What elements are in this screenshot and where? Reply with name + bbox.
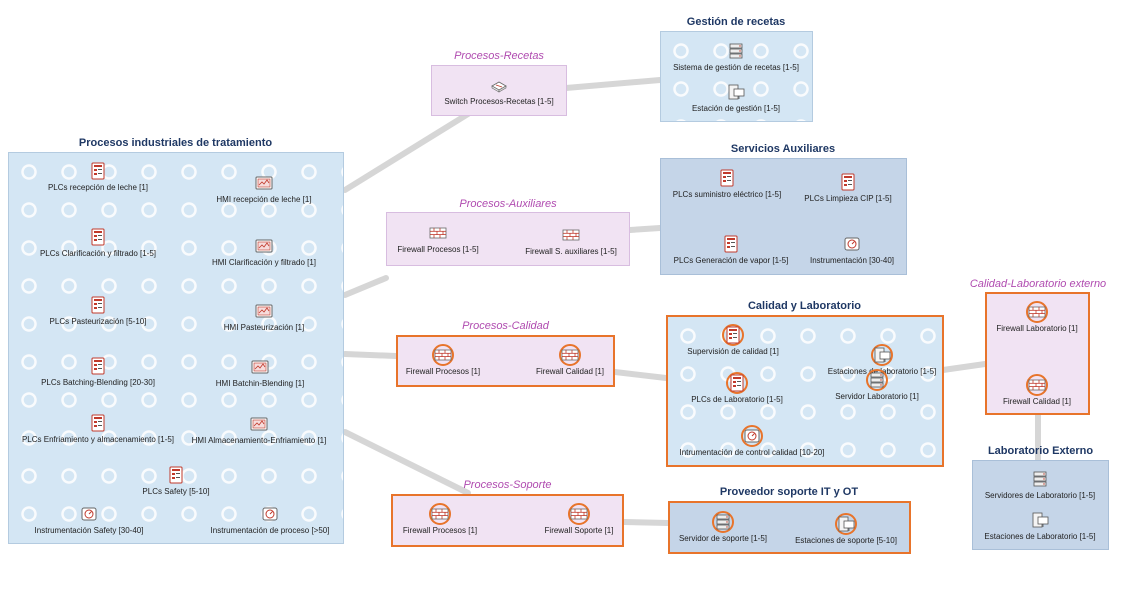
firewall-icon [568,503,590,525]
link-laboratorio-labext-conduit [940,361,988,373]
instrument-icon [841,233,863,255]
plc-icon [720,233,742,255]
link-procesos-calidad-conduit [342,351,399,359]
node-firewall-procesos-soporte[interactable]: Firewall Procesos [1] [350,503,530,535]
firewall-icon [1026,374,1048,396]
node-plcs-pasteurizacion[interactable]: PLCs Pasteurización [5-10] [8,294,188,326]
hmi-icon [253,235,275,257]
workstation-icon [871,344,893,366]
zone-title-auxiliares: Servicios Auxiliares [730,143,836,155]
instrument-icon [78,503,100,525]
node-hmi-almacenamiento[interactable]: HMI Almacenamiento-Enfriamiento [1] [169,413,349,445]
node-hmi-batchin[interactable]: HMI Batchin-Blending [1] [170,356,350,388]
node-hmi-clarificacion[interactable]: HMI Clarificación y filtrado [1] [174,235,354,267]
plc-icon [87,412,109,434]
plc-icon [87,226,109,248]
firewall-icon [1026,301,1048,323]
hmi-icon [249,356,271,378]
server-icon [712,511,734,533]
plc-icon [716,167,738,189]
node-firewall-calidad[interactable]: Firewall Calidad [1] [480,344,660,376]
node-plcs-laboratorio[interactable]: PLCs de Laboratorio [1-5] [647,372,827,404]
node-supervision-calidad[interactable]: Supervisión de calidad [1] [643,324,823,356]
node-plcs-vapor[interactable]: PLCs Generación de vapor [1-5] [641,233,821,265]
zone-title-labext: Laboratorio Externo [987,445,1094,457]
node-instrumentacion-calidad[interactable]: Intrumentación de control calidad [10-20… [662,425,842,457]
firewall-icon [427,222,449,244]
zone-title-calidad: Calidad y Laboratorio [747,300,862,312]
conduit-procesos-auxiliares[interactable] [386,212,630,266]
firewall-icon [429,503,451,525]
node-hmi-recepcion[interactable]: HMI recepción de leche [1] [174,172,354,204]
zone-calidad-laboratorio[interactable] [666,315,944,467]
conduit-title-labext: Calidad-Laboratorio externo [969,278,1107,290]
link-procesos-aux-conduit [342,275,389,298]
firewall-icon [560,224,582,246]
node-servidor-soporte[interactable]: Servidor de soporte [1-5] [633,511,813,543]
node-sistema-recetas[interactable]: Sistema de gestión de recetas [1-5] [646,40,826,72]
plc-icon [722,324,744,346]
instrument-icon [259,503,281,525]
link-aux-conduit-servicios [627,225,663,233]
conduit-title-calidad: Procesos-Calidad [462,320,549,332]
hmi-icon [248,413,270,435]
node-switch-procesos-recetas[interactable]: Switch Procesos-Recetas [1-5] [409,74,589,106]
zone-title-procesos: Procesos industriales de tratamiento [78,137,273,149]
link-calidad-conduit-laboratorio [612,369,669,381]
instrument-icon [741,425,763,447]
node-estacion-gestion[interactable]: Estación de gestión [1-5] [646,81,826,113]
zone-proveedor-soporte[interactable] [668,501,911,554]
plc-icon [837,171,859,193]
plc-icon [87,355,109,377]
plc-icon [726,372,748,394]
node-hmi-pasteurizacion[interactable]: HMI Pasteurización [1] [174,300,354,332]
switch-icon [488,74,510,96]
node-estaciones-labext[interactable]: Estaciones de Laboratorio [1-5] [950,509,1130,541]
node-firewall-soporte[interactable]: Firewall Soporte [1] [489,503,669,535]
node-plcs-batching[interactable]: PLCs Batching-Blending [20-30] [8,355,188,387]
firewall-icon [559,344,581,366]
link-procesos-soporte-conduit [342,429,471,496]
node-instrumentacion-proceso[interactable]: Instrumentación de proceso [>50] [180,503,360,535]
node-firewall-procesos-calidad[interactable]: Firewall Procesos [1] [353,344,533,376]
node-plcs-limpieza[interactable]: PLCs Limpieza CIP [1-5] [758,171,938,203]
node-firewall-s-auxiliares[interactable]: Firewall S. auxiliares [1-5] [481,224,661,256]
server-icon [1029,468,1051,490]
workstation-icon [1029,509,1051,531]
node-instrumentacion-aux[interactable]: Instrumentación [30-40] [762,233,942,265]
conduit-title-soporte: Procesos-Soporte [463,479,552,491]
node-firewall-procesos-aux[interactable]: Firewall Procesos [1-5] [348,222,528,254]
node-plcs-safety[interactable]: PLCs Safety [5-10] [86,464,266,496]
node-servidor-laboratorio[interactable]: Servidor Laboratorio [1] [787,369,967,401]
node-firewall-laboratorio[interactable]: Firewall Laboratorio [1] [947,301,1127,333]
node-plcs-suministro[interactable]: PLCs suministro eléctrico [1-5] [637,167,817,199]
server-icon [725,40,747,62]
zone-title-soporte: Proveedor soporte IT y OT [719,486,859,498]
node-plcs-recepcion[interactable]: PLCs recepción de leche [1] [8,160,188,192]
workstation-icon [725,81,747,103]
node-estaciones-soporte[interactable]: Estaciones de soporte [5-10] [756,513,936,545]
plc-icon [87,294,109,316]
plc-icon [87,160,109,182]
link-procesos-recetas-conduit [342,111,471,193]
plc-icon [165,464,187,486]
link-soporte-conduit-proveedor [621,519,671,526]
node-instrumentacion-safety[interactable]: Instrumentación Safety [30-40] [0,503,179,535]
server-icon [866,369,888,391]
conduit-title-aux: Procesos-Auxiliares [459,198,557,210]
zone-title-recetas: Gestión de recetas [686,16,786,28]
node-firewall-calidad-ext[interactable]: Firewall Calidad [1] [947,374,1127,406]
node-plcs-clarificacion[interactable]: PLCs Clarificación y filtrado [1-5] [8,226,188,258]
zone-servicios-auxiliares[interactable] [660,158,907,275]
firewall-icon [432,344,454,366]
link-recetas-conduit-gestion [563,77,663,91]
hmi-icon [253,300,275,322]
workstation-icon [835,513,857,535]
hmi-icon [253,172,275,194]
node-servidores-labext[interactable]: Servidores de Laboratorio [1-5] [950,468,1130,500]
node-plcs-enfriamiento[interactable]: PLCs Enfriamiento y almacenamiento [1-5] [8,412,188,444]
conduit-title-recetas: Procesos-Recetas [454,50,544,62]
